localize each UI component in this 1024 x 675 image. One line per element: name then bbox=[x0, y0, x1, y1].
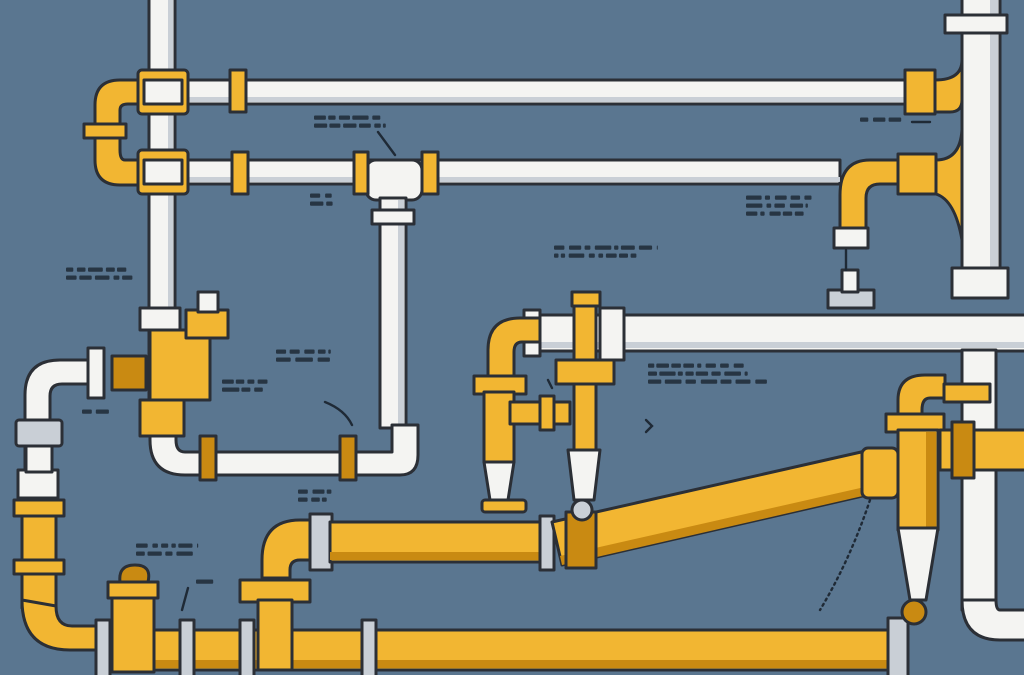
top-right-yellow-coupler bbox=[905, 70, 935, 114]
t-joint-white bbox=[366, 160, 422, 200]
annotation-scribble bbox=[196, 580, 213, 584]
left-yellow-valve-body bbox=[150, 330, 210, 400]
annotation-scribble bbox=[860, 118, 901, 122]
bottom-left-yellow-valve bbox=[112, 592, 154, 672]
